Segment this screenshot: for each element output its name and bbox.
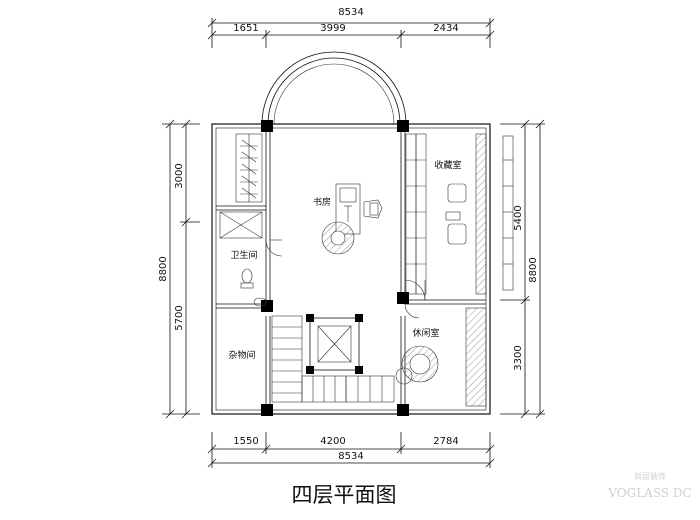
right-total-dimension: 8800 (528, 257, 539, 282)
study-furniture (321, 183, 383, 255)
bottom-segment-dimension: 4200 (320, 436, 345, 447)
left-segment-dimension: 5700 (174, 305, 185, 330)
left-total-dimension: 8800 (158, 256, 169, 281)
left-segment-dimension: 3000 (174, 163, 185, 188)
structural-columns (261, 120, 409, 416)
room-label-storage: 杂物间 (228, 349, 255, 361)
top-segment-dimension: 1651 (233, 23, 258, 34)
wardrobe (235, 133, 263, 203)
room-labels: 书房 收藏室 卫生间 杂物间 休闲室 (228, 159, 461, 361)
watermark: 尚层装饰 VOGLASS DC (607, 471, 691, 500)
top-total-dimension: 8534 (338, 7, 363, 18)
right-segment-dimension: 5400 (513, 205, 524, 230)
top-segment-dimension: 2434 (433, 23, 458, 34)
room-label-collection: 收藏室 (434, 159, 461, 171)
top-segment-dimension: 3999 (320, 23, 345, 34)
watermark-brand-en: VOGLASS DC (607, 486, 691, 500)
left-dimension-chain: 8800 3000 5700 (158, 119, 200, 419)
bottom-total-dimension: 8534 (338, 451, 363, 462)
drawing-title: 四层平面图 (292, 483, 397, 507)
interior-walls (216, 132, 486, 410)
staircase (271, 315, 395, 403)
watermark-brand-cn: 尚层装饰 (634, 471, 666, 481)
top-dimension-chain: 8534 1651 3999 2434 (207, 7, 495, 48)
right-segment-dimension: 3300 (513, 345, 524, 370)
central-shaft (309, 317, 360, 371)
right-dimension-chain: 5400 3300 8800 (500, 119, 545, 419)
room-label-study: 书房 (313, 196, 331, 208)
bay-window-arc (261, 51, 407, 125)
room-label-bathroom: 卫生间 (230, 249, 257, 261)
lounge-furniture (395, 303, 487, 407)
bottom-segment-dimension: 1550 (233, 436, 258, 447)
bottom-dimension-chain: 1550 4200 2784 8534 (207, 432, 495, 468)
bottom-segment-dimension: 2784 (433, 436, 458, 447)
room-label-lounge: 休闲室 (412, 327, 439, 339)
collection-shelves (404, 133, 487, 301)
bathroom-fixtures (219, 211, 283, 307)
